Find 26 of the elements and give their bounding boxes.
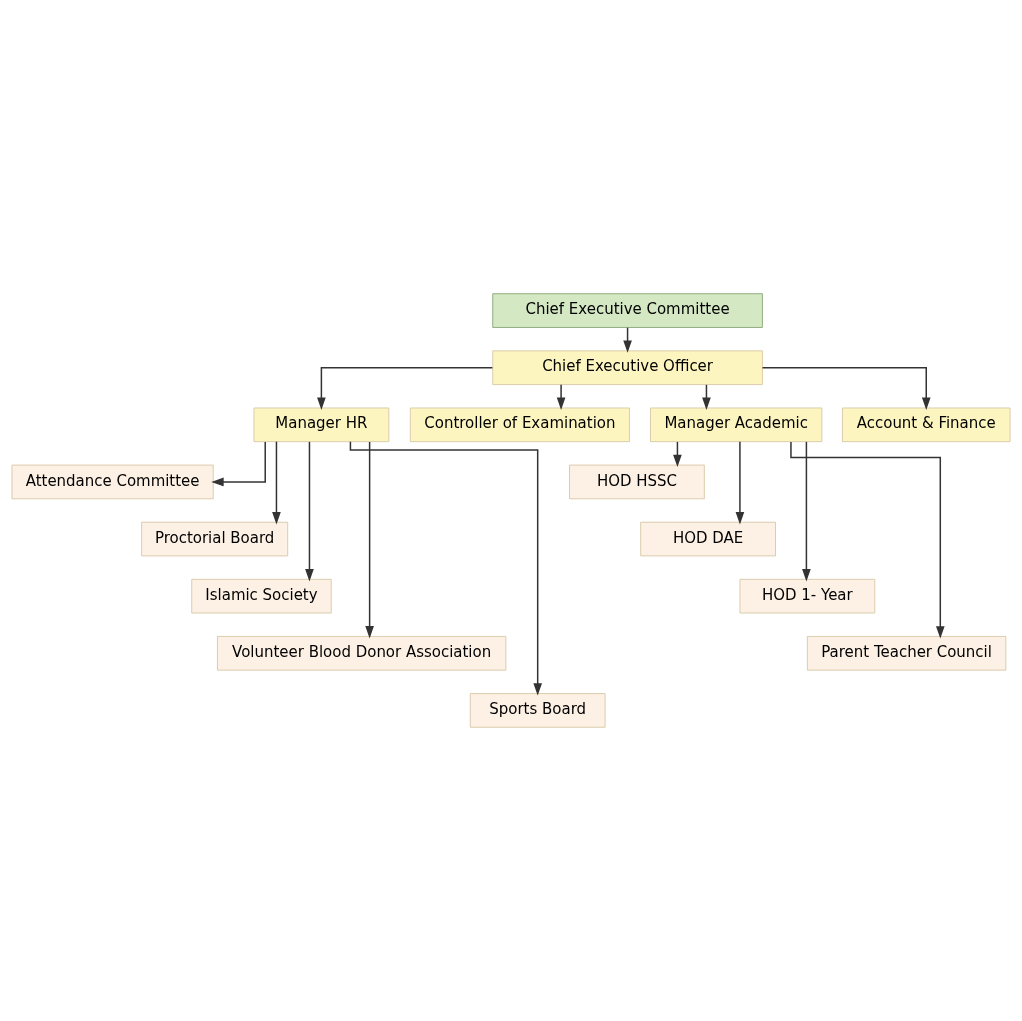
arrow bbox=[317, 366, 494, 410]
node-box: Controller of Examination bbox=[409, 407, 630, 443]
node-box: HOD DAE bbox=[640, 521, 776, 557]
node-box: Manager HR bbox=[253, 407, 390, 443]
node-box: Attendance Committee bbox=[11, 464, 214, 500]
arrow bbox=[761, 366, 931, 410]
arrow bbox=[802, 441, 811, 582]
node-box: Parent Teacher Council bbox=[806, 635, 1007, 671]
node-box: HOD 1- Year bbox=[739, 578, 876, 614]
node-box: Chief Executive Committee bbox=[492, 293, 763, 328]
arrow bbox=[349, 441, 542, 696]
node-box: Sports Board bbox=[469, 693, 606, 728]
node-box: Chief Executive Officer bbox=[492, 350, 763, 386]
arrow bbox=[272, 440, 281, 525]
node-box: Account & Finance bbox=[842, 407, 1011, 443]
arrow bbox=[790, 441, 945, 639]
arrow bbox=[735, 440, 745, 525]
arrow bbox=[305, 441, 314, 582]
node-box: HOD HSSC bbox=[569, 464, 705, 500]
arrow bbox=[211, 441, 266, 487]
node-box: Islamic Society bbox=[191, 578, 332, 614]
node-box: Volunteer Blood Donor Association bbox=[217, 635, 507, 671]
node-box: Proctorial Board bbox=[141, 521, 289, 557]
arrow bbox=[365, 441, 374, 639]
arrow bbox=[556, 384, 566, 410]
node-box: Manager Academic bbox=[650, 407, 823, 443]
